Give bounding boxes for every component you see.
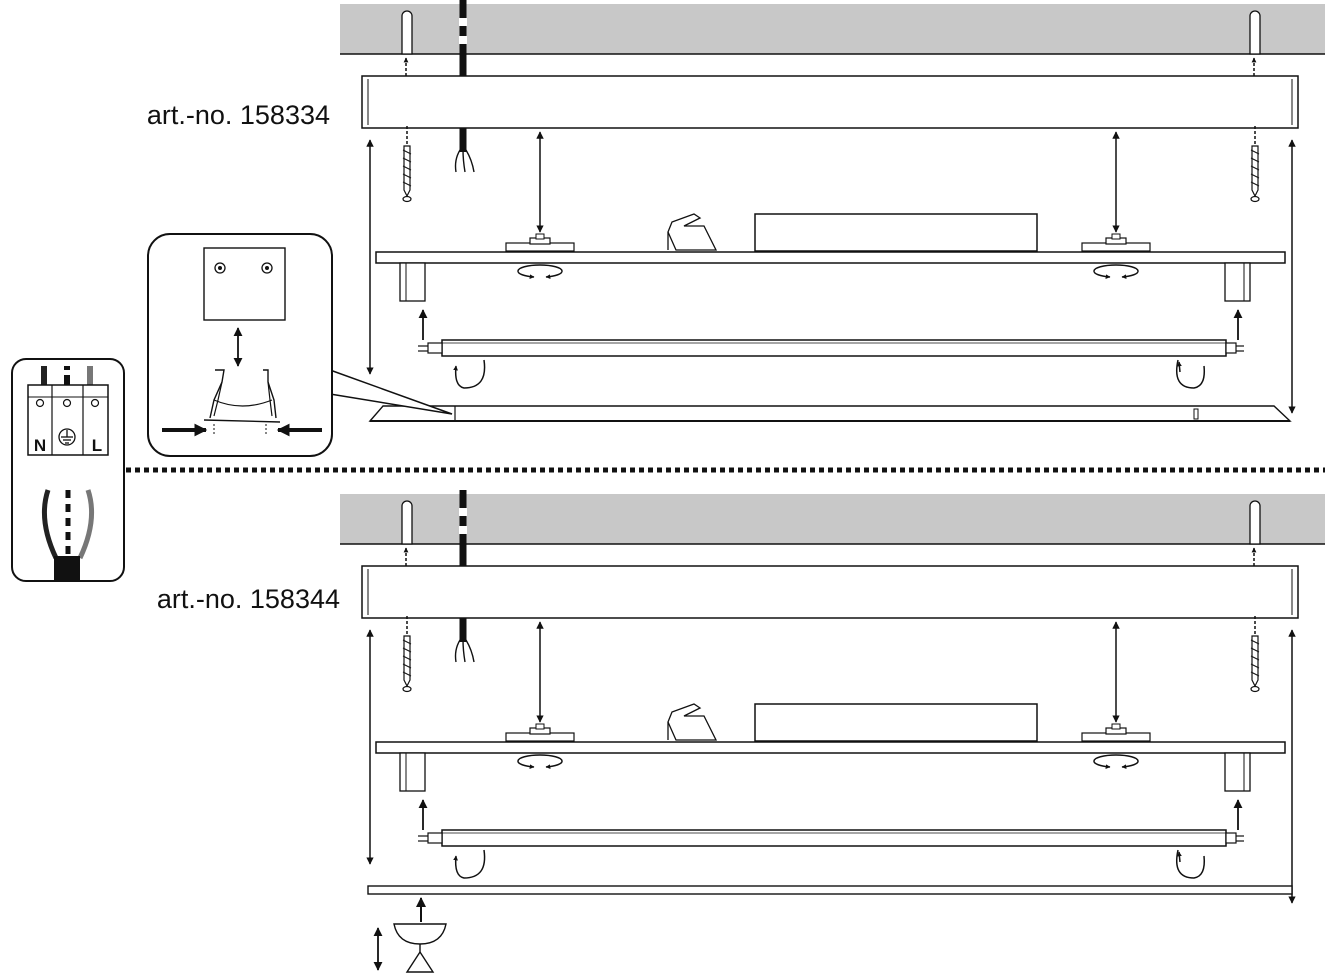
terminal-label-l: L [92, 436, 102, 455]
flat-cover [367, 885, 1293, 895]
bottom-panel: art.-no. 158344 [157, 490, 1325, 973]
terminal-label-n: N [34, 436, 46, 455]
wiring-terminal-detail: N L [11, 358, 125, 582]
clip-detail-callout [147, 233, 333, 457]
article-label-bottom: art.-no. 158344 [157, 584, 340, 614]
article-label-top: art.-no. 158334 [147, 100, 330, 130]
suction-cup-icon [373, 897, 447, 973]
earth-icon [58, 428, 76, 446]
callout-pointer [329, 369, 453, 415]
bottom-fixture-drawing [340, 490, 1325, 903]
top-panel: art.-no. 158334 [147, 0, 1325, 422]
diffuser-cover [368, 405, 1292, 422]
top-fixture-drawing [340, 0, 1325, 413]
